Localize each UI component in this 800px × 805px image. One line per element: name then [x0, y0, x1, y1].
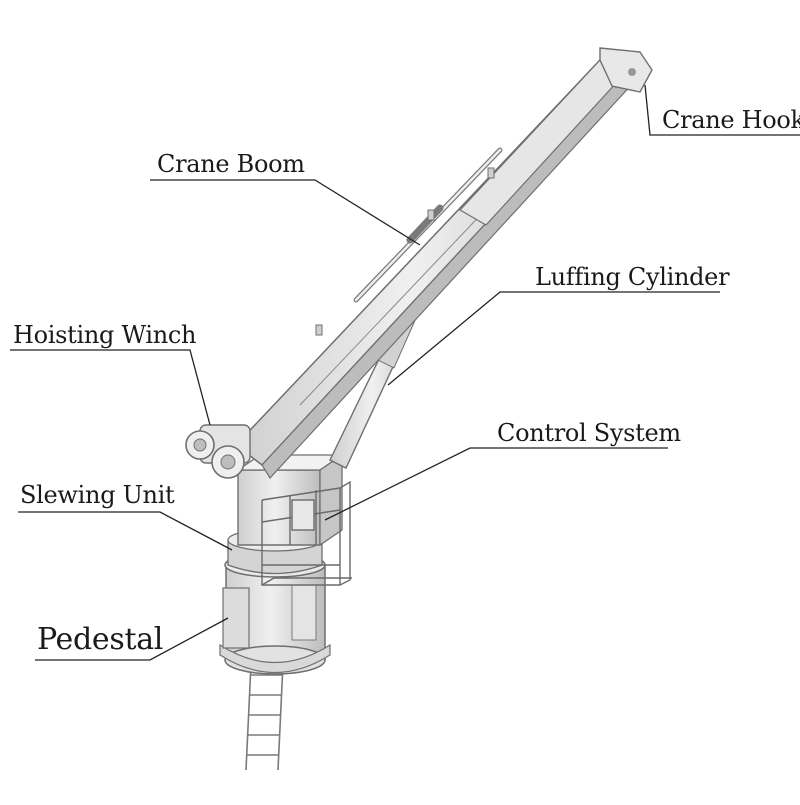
leader-line-crane-boom: [150, 179, 421, 246]
label-pedestal: Pedestal: [37, 622, 164, 657]
boom-head: [599, 47, 653, 93]
leader-lines: [10, 84, 800, 661]
label-hoisting-winch: Hoisting Winch: [13, 321, 197, 349]
crane-boom-body: [234, 59, 635, 479]
label-luffing-cylinder: Luffing Cylinder: [535, 263, 730, 291]
leader-line-pedestal: [35, 617, 229, 661]
leader-line-hoisting-winch: [10, 349, 211, 426]
label-crane-boom: Crane Boom: [157, 150, 305, 178]
label-slewing-unit: Slewing Unit: [20, 481, 175, 509]
leader-line-crane-hook: [644, 84, 800, 136]
leader-line-luffing-cylinder: [387, 291, 720, 386]
control-platform: [261, 480, 352, 586]
hoisting-winch-body: [185, 424, 251, 479]
label-control-system: Control System: [497, 419, 681, 447]
leader-line-control-system: [324, 447, 668, 521]
label-crane-hook: Crane Hook: [662, 106, 800, 134]
leader-line-slewing-unit: [18, 511, 233, 551]
